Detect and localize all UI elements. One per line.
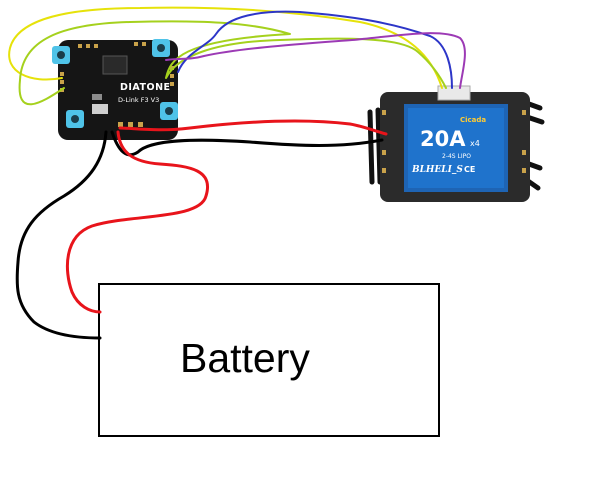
esc-rating: 20A bbox=[420, 127, 466, 151]
wires bbox=[8, 6, 466, 340]
battery-box bbox=[98, 283, 440, 437]
battery-positive-wire bbox=[66, 130, 209, 314]
flight-controller-brand: DIATONE bbox=[120, 82, 171, 93]
usb-port bbox=[92, 104, 108, 114]
esc-signal-connector bbox=[437, 85, 471, 101]
fc-to-esc-positive-wire bbox=[118, 119, 388, 136]
battery: Battery bbox=[98, 283, 440, 437]
esc-brand: Cicada bbox=[460, 116, 486, 124]
esc-pads bbox=[382, 110, 526, 173]
esc-cert: CE bbox=[464, 165, 475, 174]
signal-wire-yellow bbox=[8, 6, 443, 89]
flight-controller-model: D-Link F3 V3 bbox=[118, 96, 159, 104]
flight-controller: DIATONE D-Link F3 V3 bbox=[52, 39, 178, 140]
battery-label: Battery bbox=[180, 335, 310, 381]
button-boot bbox=[92, 94, 102, 100]
signal-wire-purple bbox=[165, 32, 466, 89]
esc-series: BLHELI_S bbox=[411, 165, 463, 175]
esc-rating-suffix: x4 bbox=[470, 139, 480, 148]
signal-wire-blue bbox=[177, 10, 453, 89]
esc-cells: 2-4S LIPO bbox=[442, 153, 471, 160]
flight-controller-board bbox=[58, 40, 178, 140]
battery-ground-wire bbox=[15, 130, 108, 340]
esc-label-inner bbox=[408, 108, 504, 188]
esc: Cicada 20A x4 2-4S LIPO BLHELI_S CE bbox=[367, 85, 545, 202]
flight-controller-chip bbox=[102, 55, 128, 75]
